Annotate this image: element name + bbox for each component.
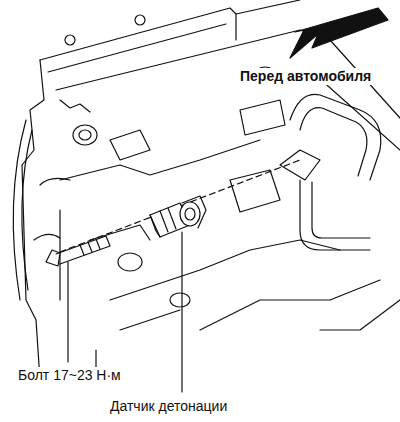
knock-sensor bbox=[150, 196, 206, 237]
direction-label: Перед автомобиля bbox=[238, 68, 373, 85]
bolt-torque-label: Болт 17~23 Н·м bbox=[16, 367, 123, 384]
bolt bbox=[46, 236, 110, 266]
leader-line bbox=[67, 262, 68, 362]
mounting-axis bbox=[60, 160, 300, 252]
leader-line bbox=[181, 232, 182, 392]
part-name-label: Датчик детонации bbox=[108, 398, 229, 415]
engine-block bbox=[13, 0, 400, 380]
